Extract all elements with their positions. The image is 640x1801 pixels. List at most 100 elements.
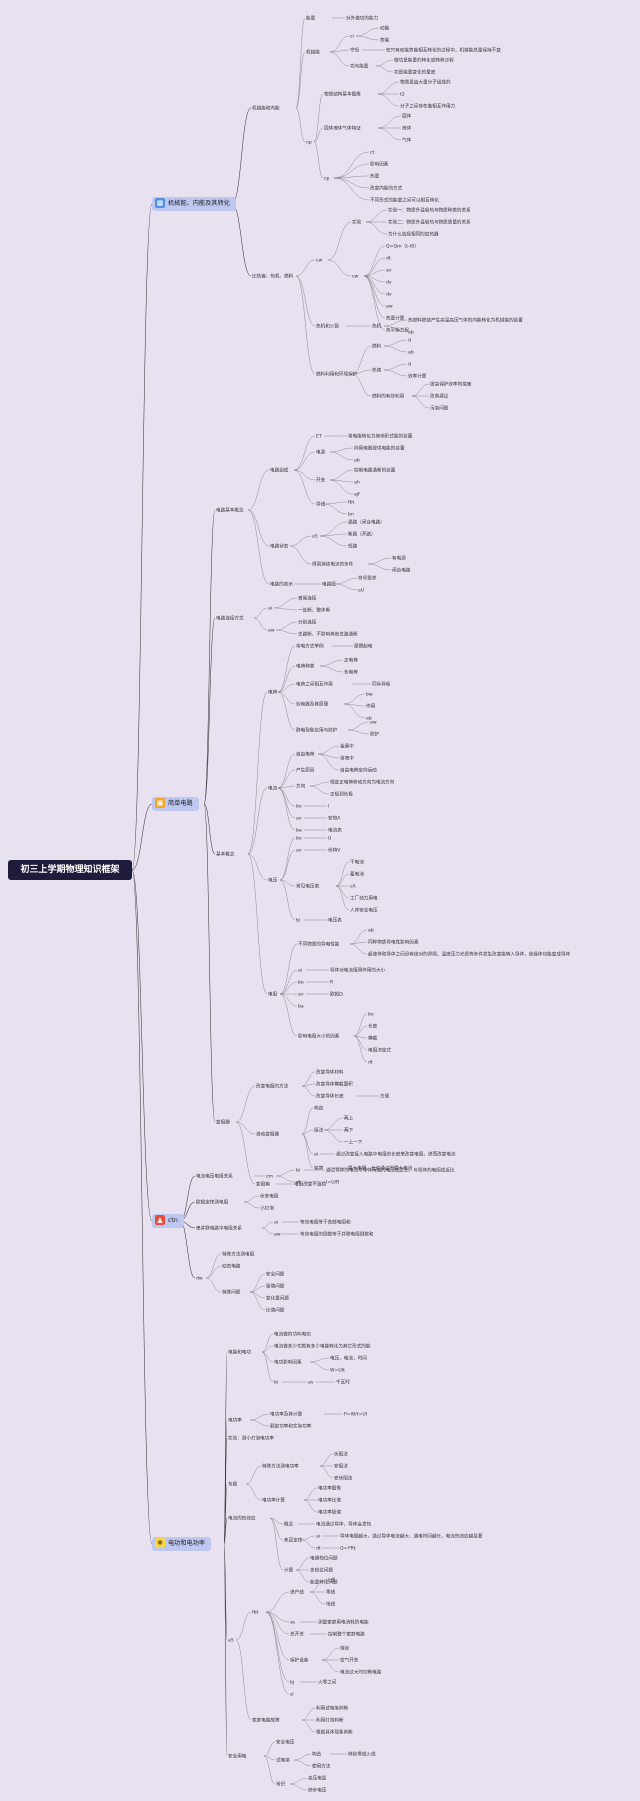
map-node-label[interactable]: 人体安全电压 <box>350 907 378 914</box>
map-node-label[interactable]: Q=Qm（t-t0） <box>386 244 419 250</box>
map-node-label[interactable]: 污染问题 <box>430 405 449 412</box>
map-node-label[interactable]: ai <box>316 1534 320 1540</box>
map-node-label[interactable]: ah <box>354 480 360 486</box>
map-node-label[interactable]: dt <box>368 1060 373 1066</box>
map-node-label[interactable]: cw <box>316 259 323 264</box>
map-node-label[interactable]: 概念 <box>284 1521 294 1528</box>
map-node-label[interactable]: 通过导体的电流与导体两端的电压成正比，与导体的电阻成反比 <box>326 1167 455 1174</box>
map-node-label[interactable]: cp <box>324 177 330 182</box>
map-node-label[interactable]: 能量 <box>306 15 316 22</box>
map-node-label[interactable]: 不同物质的导电性能 <box>298 941 340 948</box>
map-node-label[interactable]: aw <box>274 1233 281 1238</box>
map-node-label[interactable]: 跨步电压 <box>308 1787 327 1794</box>
map-node-label[interactable]: dv <box>386 280 392 286</box>
map-node-label[interactable]: 安培A <box>328 815 341 822</box>
map-node-label[interactable]: 变阻器 <box>216 1119 230 1126</box>
map-node-label[interactable]: 电功率极值 <box>318 1509 341 1516</box>
map-node-label[interactable]: 实验二：物质升温吸热与物质质量的关系 <box>388 219 471 226</box>
map-node-label[interactable]: 电路基本概念 <box>216 507 244 514</box>
map-node-label[interactable]: 动能 <box>380 25 390 32</box>
map-node-label[interactable]: 分子之间存在着相互作用力 <box>400 103 456 110</box>
map-node-label[interactable]: 电源 <box>316 449 326 456</box>
map-node-label[interactable]: ab <box>368 928 374 934</box>
map-node-label[interactable]: d <box>408 362 411 368</box>
map-node-label[interactable]: 同斥异吸 <box>372 681 391 688</box>
map-node-label[interactable]: 固体液体气体特征 <box>324 125 361 132</box>
map-node-label[interactable]: I <box>328 804 329 810</box>
map-node-label[interactable]: 两上 <box>344 1115 354 1122</box>
map-node-label[interactable]: 常见电压值 <box>296 883 319 890</box>
map-node-label[interactable]: 实验一：物质升温吸热与物质种类的关系 <box>388 207 471 214</box>
map-node-label[interactable]: 等效电阻的倒数等于并联电阻倒数和 <box>300 1231 374 1238</box>
map-node-label[interactable]: 零线 <box>326 1589 336 1596</box>
root-node[interactable]: 初三上学期物理知识框架 <box>8 860 132 880</box>
map-node-label[interactable]: 保护设备 <box>290 1657 309 1664</box>
map-node-label[interactable]: 使用方法 <box>312 1763 331 1770</box>
map-node-label[interactable]: 接法 <box>314 1127 324 1134</box>
map-node-label[interactable]: 影响电阻大小的因素 <box>298 1033 340 1040</box>
map-node-label[interactable]: 电流做多少功就有多少电能转化为其它形式的能 <box>274 1343 371 1350</box>
map-node-label[interactable]: 对外做功的能力 <box>346 15 379 22</box>
map-node-label[interactable]: dt <box>316 1546 321 1552</box>
map-node-label[interactable]: 极值问题 <box>266 1283 285 1290</box>
map-node-label[interactable]: 摩擦起电 <box>354 643 373 650</box>
map-node-label[interactable]: fbt <box>348 500 355 506</box>
map-node-label[interactable]: 改变导体材料 <box>316 1069 344 1076</box>
map-node-label[interactable]: 电流电压电阻关系 <box>196 1173 233 1180</box>
map-node-label[interactable]: bi <box>296 918 300 924</box>
map-node-label[interactable]: av <box>296 817 302 822</box>
map-node-label[interactable]: 实验：测小灯泡电功率 <box>228 1435 274 1442</box>
map-node-label[interactable]: 开关 <box>316 477 326 484</box>
map-node-label[interactable]: 产生原因 <box>296 767 315 774</box>
map-node-label[interactable]: 铭牌 <box>314 1165 324 1172</box>
map-node-label[interactable]: 电荷种类 <box>296 663 315 670</box>
map-node-label[interactable]: ET <box>316 434 322 440</box>
map-node-label[interactable]: 电流表 <box>328 827 342 834</box>
map-node-label[interactable]: 利用试电笔判断 <box>316 1705 349 1712</box>
map-node-label[interactable]: 改变电阻的方法 <box>256 1083 289 1090</box>
map-node-label[interactable]: d <box>408 338 411 344</box>
map-node-label[interactable]: 在只有动能势能相互转化的过程中，机械能总量保持不变 <box>386 47 501 54</box>
map-node-label[interactable]: 电路的表示 <box>270 581 293 588</box>
map-node-label[interactable]: 电流做的功叫电功 <box>274 1331 311 1338</box>
map-node-label[interactable]: 规定正电荷移动方向为电流方向 <box>330 779 395 786</box>
map-node-label[interactable]: 方向 <box>296 783 306 790</box>
map-node-label[interactable]: 测量家庭用电消耗的电能 <box>318 1619 369 1626</box>
map-node-label[interactable]: 干电池 <box>350 859 364 866</box>
map-node-label[interactable]: 不同形式的能量之间可以相互转化 <box>370 197 439 204</box>
map-node-label[interactable]: av <box>386 269 392 274</box>
map-node-label[interactable]: 变化量问题 <box>266 1295 289 1302</box>
map-node-label[interactable]: 电功率图像 <box>318 1485 341 1492</box>
map-node-label[interactable]: 防护 <box>370 731 380 738</box>
map-node-label[interactable]: 试电笔 <box>276 1757 290 1764</box>
map-node-label[interactable]: 通过改变接入电路中电阻的长度来改变电阻，进而改变电流 <box>336 1151 456 1158</box>
map-node-label[interactable]: 提高保护效率的措施 <box>430 381 472 388</box>
map-node-label[interactable]: 断路（开路） <box>348 531 376 538</box>
map-node-label[interactable]: 能量转化问题 <box>310 1579 338 1586</box>
map-node-label[interactable]: 电功率 <box>228 1417 242 1424</box>
map-node-label[interactable]: P=W/t=UI <box>344 1412 367 1418</box>
map-node-label[interactable]: 作用 <box>366 703 376 710</box>
map-node-label[interactable]: ab <box>408 330 414 336</box>
map-node-label[interactable]: 利用灯泡判断 <box>316 1717 344 1724</box>
map-node-label[interactable]: 金属中 <box>340 743 354 750</box>
map-node-label[interactable]: 欧姆定律测电阻 <box>196 1199 229 1206</box>
map-node-label[interactable]: av <box>308 1381 314 1386</box>
map-node-label[interactable]: av <box>298 993 304 998</box>
map-node-label[interactable]: a5 <box>228 1638 234 1644</box>
map-node-label[interactable]: 验电器及其原理 <box>296 701 329 708</box>
map-node-label[interactable]: 电流通过导体，导体会发热 <box>316 1521 372 1528</box>
map-node-label[interactable]: 改变导体横截面积 <box>316 1081 353 1088</box>
map-node-label[interactable]: 短路 <box>348 543 358 550</box>
map-node-label[interactable]: 物质是由大量分子组成的 <box>400 79 451 86</box>
map-node-label[interactable]: 电功率及其计算 <box>270 1411 303 1418</box>
map-node-label[interactable]: 安全用电 <box>228 1753 247 1760</box>
map-node-label[interactable]: aw <box>370 721 377 726</box>
map-node-label[interactable]: 电路图 <box>322 581 336 588</box>
map-node-label[interactable]: 热量计算 <box>386 315 405 322</box>
map-node-label[interactable]: Q=I²Rt <box>340 1546 356 1552</box>
map-node-label[interactable]: 比热容、热机、燃料 <box>252 273 294 280</box>
map-node-label[interactable]: 做功是能量的转化或转移过程 <box>394 57 454 64</box>
map-node-label[interactable]: 电器档位问题 <box>310 1555 338 1562</box>
map-node-label[interactable]: 固体 <box>402 113 412 120</box>
